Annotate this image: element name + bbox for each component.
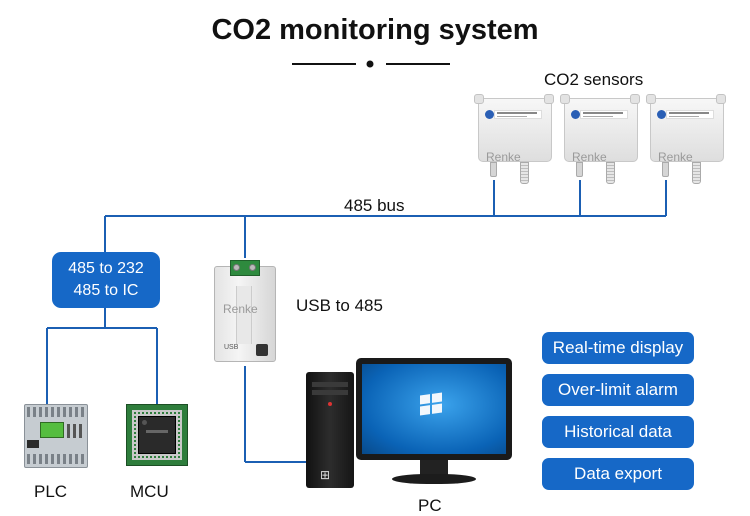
mcu-label: MCU — [130, 482, 169, 501]
co2-sensor-3: Renke — [646, 94, 726, 188]
usb-to-485-label: USB to 485 — [296, 296, 383, 315]
title-divider — [292, 60, 450, 68]
feature-real-time-display: Real-time display — [542, 332, 694, 364]
sensor-brand: Renke — [658, 150, 693, 164]
windows-logo-icon — [420, 392, 442, 416]
page-title: CO2 monitoring system — [211, 14, 539, 46]
pc-label: PC — [418, 496, 442, 515]
protocol-converter-box: 485 to 232 485 to IC — [52, 252, 160, 308]
pc-tower-icon: ⊞ — [306, 372, 354, 488]
feature-data-export: Data export — [542, 458, 694, 490]
monitor-icon — [356, 358, 512, 488]
plc-label: PLC — [34, 482, 68, 501]
co2-sensor-1: Renke — [474, 94, 554, 188]
co2-sensors-label: CO2 sensors — [544, 70, 644, 89]
converter-line-2: 485 to IC — [73, 282, 139, 299]
bus-label: 485 bus — [344, 196, 405, 215]
feature-over-limit-alarm: Over-limit alarm — [542, 374, 694, 406]
sensor-brand: Renke — [486, 150, 521, 164]
converter-brand: Renke — [223, 302, 258, 316]
sensor-brand: Renke — [572, 150, 607, 164]
converter-line-1: 485 to 232 — [68, 260, 144, 277]
co2-sensor-2: Renke — [560, 94, 640, 188]
feature-historical-data: Historical data — [542, 416, 694, 448]
mcu-chip-icon — [126, 404, 188, 466]
usb-485-converter-icon: Renke USB — [214, 260, 276, 364]
plc-icon — [24, 404, 88, 468]
converter-port-text: USB — [224, 344, 239, 351]
